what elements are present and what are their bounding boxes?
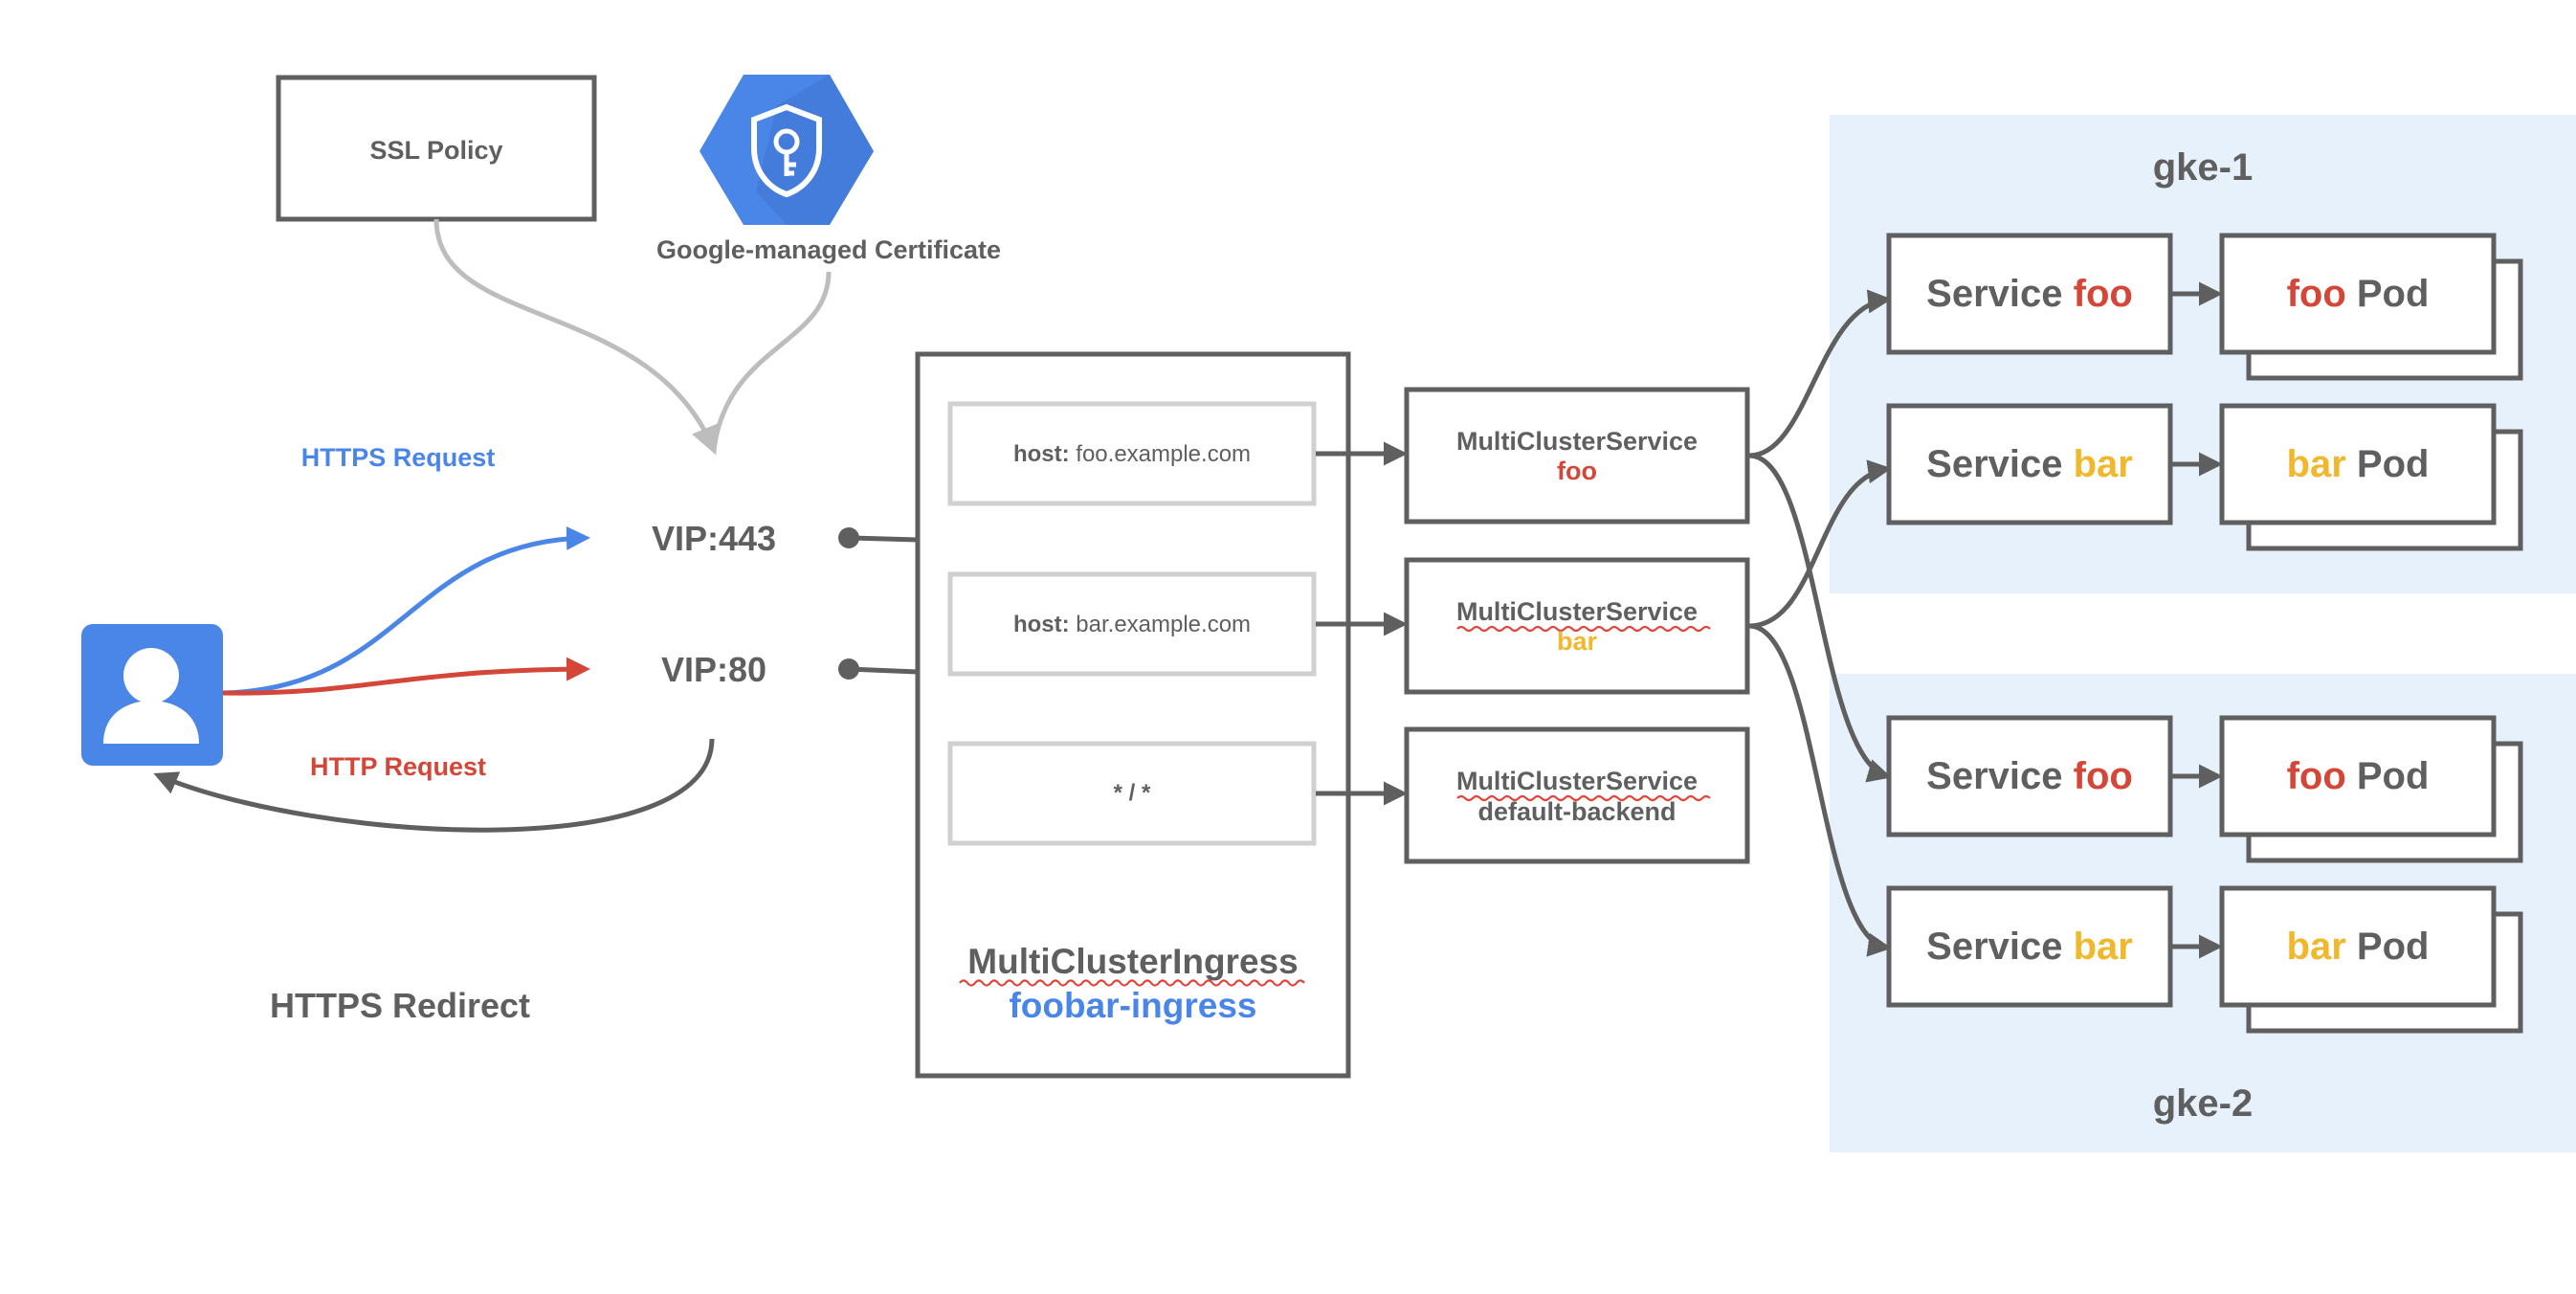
certificate: Google-managed Certificate [656,75,1001,264]
service-word: Service [1926,273,2073,315]
mcs-foo-name: foo [1557,457,1597,485]
mcs-bar-box [1404,557,1750,695]
service-app-name: foo [2074,273,2133,315]
certificate-label: Google-managed Certificate [656,235,1001,264]
pod-app-name: foo [2287,755,2357,797]
service-app-name: bar [2074,926,2133,968]
mcs-default-box [1404,726,1750,864]
service-foo-label: Service foo [1926,273,2133,315]
pod-bar-label: bar Pod [2287,926,2430,968]
ingress-rule-default-box [947,741,1317,846]
http-request-label: HTTP Request [310,752,486,781]
certificate-arrow [711,271,832,451]
http-request-arrow [222,657,590,696]
service-bar-box [1886,885,2173,1008]
pod-foo-box [2219,715,2497,837]
ingress-rule-foo-value: foo.example.com [1076,441,1251,467]
mcs-default-backend: MultiClusterService default-backend [1404,726,1750,864]
service-bar-label: Service bar [1926,443,2133,485]
ssl-policy-label: SSL Policy [369,136,502,165]
mcs-default-kind: MultiClusterService [1456,767,1698,795]
pod-app-name: bar [2287,443,2357,485]
service-app-name: bar [2074,443,2133,485]
ingress-rule-bar: host: bar.example.com [1013,612,1251,637]
shield-key-icon [700,75,874,225]
pod-app-name: bar [2287,926,2357,968]
pod-word: Pod [2357,273,2430,315]
ingress-rule-foo: host: foo.example.com [1013,441,1251,467]
service-foo-box [1886,715,2173,837]
service-foo-box [1886,233,2173,355]
vip-443-connector [848,535,919,543]
ssl-policy: SSL Policy [276,75,597,222]
spellcheck-underline [959,979,1305,987]
pod-bar-box [2219,403,2497,525]
mcs-bar: MultiClusterService bar [1404,557,1750,695]
ssl-policy-box [276,75,597,222]
service-word: Service [1926,926,2073,968]
ingress-rule-bar-value: bar.example.com [1076,612,1251,637]
mcs-bar-to-gke2-arrow [1748,623,1892,957]
mcs-default-name: default-backend [1477,797,1676,826]
pod-word: Pod [2357,755,2430,797]
service-word: Service [1926,755,2073,797]
cluster-gke-1-label: gke-1 [2153,146,2254,189]
pod-foo-box [2219,233,2497,355]
cluster-gke-2-label: gke-2 [2153,1082,2254,1125]
mcs-foo-kind: MultiClusterService [1456,427,1698,456]
ingress-rule-bar-key: host: [1013,612,1070,637]
https-redirect-label: HTTPS Redirect [270,986,530,1025]
mcs-foo-box [1404,387,1750,524]
vip-443-label: VIP:443 [652,519,776,558]
https-redirect-arrow [153,738,715,833]
ingress-rule-default: * / * [1114,780,1151,806]
ingress-kind-label: MultiClusterIngress [967,942,1298,981]
mcs-foo: MultiClusterService foo [1404,387,1750,524]
https-request-arrow [222,525,590,696]
spellcheck-underline [1456,794,1711,802]
person-icon [81,624,223,766]
pod-foo-label: foo Pod [2287,273,2430,315]
pod-app-name: foo [2287,273,2357,315]
mcs-bar-name: bar [1557,627,1598,656]
service-foo-label: Service foo [1926,755,2133,797]
ingress-rule-foo-box [947,401,1317,506]
mcs-bar-to-gke1-arrow [1748,459,1892,629]
ssl-policy-arrow [433,218,719,456]
service-app-name: foo [2074,755,2133,797]
ingress-name-label: foobar-ingress [1009,986,1256,1025]
spellcheck-underline [1456,625,1711,633]
mcs-foo-to-gke2-arrow [1748,453,1892,783]
pod-bar-box [2219,885,2497,1008]
pod-word: Pod [2357,926,2430,968]
vip-80-label: VIP:80 [661,650,766,689]
mcs-foo-to-gke1-arrow [1748,289,1892,458]
service-bar-box [1886,403,2173,525]
vip-80-connector [848,666,919,675]
multicluster-ingress: host: foo.example.com host: bar.example.… [915,351,1351,1079]
pod-bar-label: bar Pod [2287,443,2430,485]
mcs-bar-kind: MultiClusterService [1456,597,1698,626]
pod-word: Pod [2357,443,2430,485]
ingress-rule-bar-box [947,571,1317,677]
pod-foo-label: foo Pod [2287,755,2430,797]
https-request-label: HTTPS Request [301,443,496,472]
service-bar-label: Service bar [1926,926,2133,968]
service-word: Service [1926,443,2073,485]
ingress-rule-foo-key: host: [1013,441,1070,467]
